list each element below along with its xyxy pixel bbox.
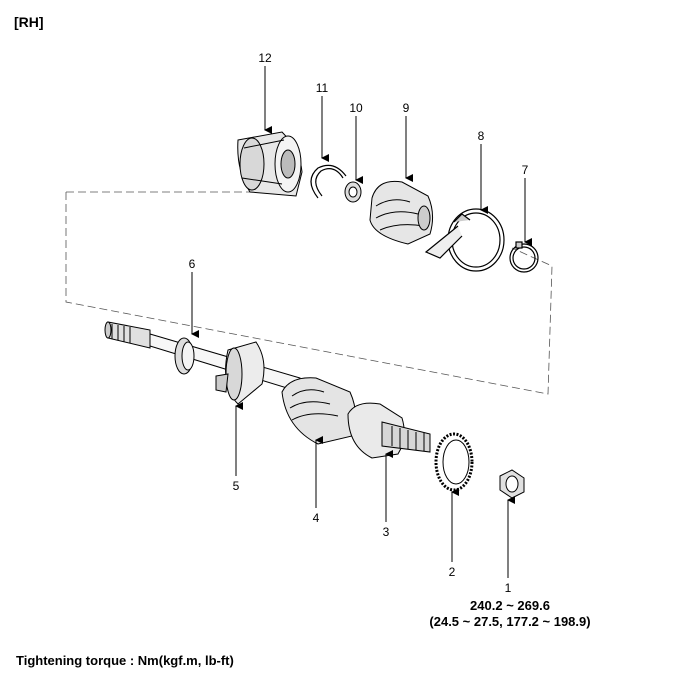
diagram-title: [RH] xyxy=(14,14,44,30)
boot-band-small-part xyxy=(509,241,539,273)
assembly-boundary xyxy=(65,191,553,395)
drive-shaft-assembly xyxy=(104,321,301,393)
boot-band-large-part xyxy=(424,208,505,272)
callout-6: 6 xyxy=(189,257,196,271)
callout-3: 3 xyxy=(383,525,390,539)
callout-10: 10 xyxy=(349,101,363,115)
boot-part xyxy=(369,180,434,245)
dynamic-damper-part xyxy=(174,337,195,375)
outer-joint-part xyxy=(347,402,431,459)
cv-joint-housing-part xyxy=(237,131,303,197)
callout-5: 5 xyxy=(233,479,240,493)
shaft-boot-part xyxy=(281,377,356,445)
torque-value: 240.2 ~ 269.6 xyxy=(470,598,550,613)
callout-12: 12 xyxy=(258,51,272,65)
tone-wheel-part xyxy=(434,432,474,492)
torque-units-note: Tightening torque : Nm(kgf.m, lb-ft) xyxy=(16,653,234,668)
callout-9: 9 xyxy=(403,101,410,115)
inner-ring-part xyxy=(344,181,362,203)
callout-1: 1 xyxy=(505,581,512,595)
callout-2: 2 xyxy=(449,565,456,579)
torque-conversion: (24.5 ~ 27.5, 177.2 ~ 198.9) xyxy=(429,614,591,629)
callout-numbers: 12 11 10 9 8 7 6 5 4 3 2 1 xyxy=(189,51,529,595)
callout-4: 4 xyxy=(313,511,320,525)
callout-11: 11 xyxy=(316,81,329,95)
callout-8: 8 xyxy=(478,129,485,143)
hub-nut-part xyxy=(499,469,525,499)
snap-ring-part xyxy=(310,164,347,199)
damper-band-part xyxy=(215,341,265,405)
callout-leaders xyxy=(191,66,532,578)
callout-7: 7 xyxy=(522,163,529,177)
